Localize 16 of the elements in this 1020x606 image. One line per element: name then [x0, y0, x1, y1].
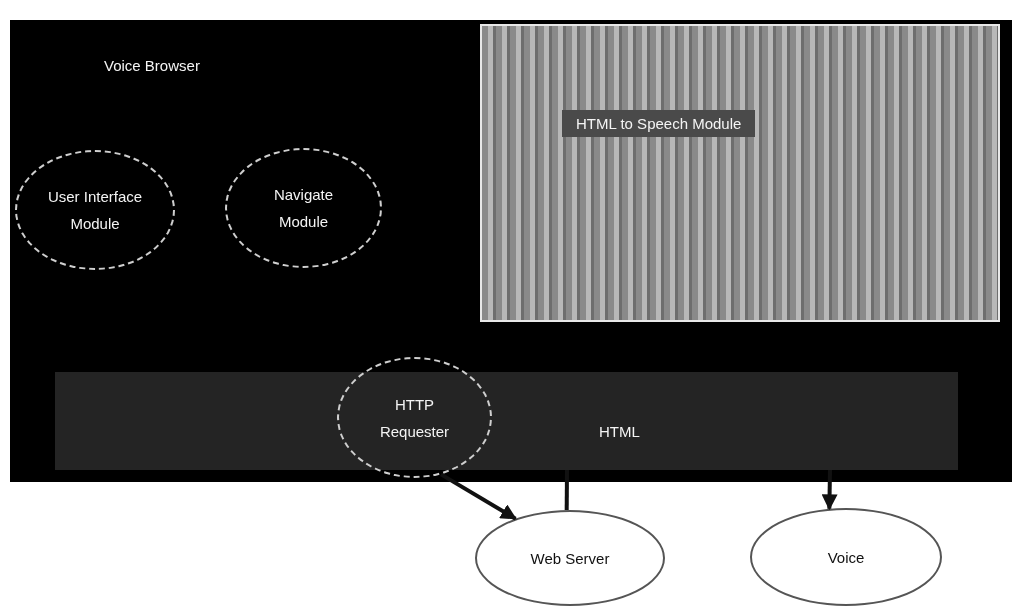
node-label: User Interface Module [46, 187, 144, 234]
node-label: Navigate Module [272, 185, 335, 232]
node-label: HTML to Speech Module [562, 110, 756, 137]
panel-title: Voice Browser [103, 56, 201, 76]
arrow [440, 472, 517, 521]
node-label: Voice [827, 547, 865, 568]
module-ellipse [15, 150, 175, 270]
module-ellipse [225, 148, 382, 268]
node-label: HTTP Requester [378, 394, 451, 442]
module-ellipse [337, 357, 492, 478]
node-label: HTML [598, 422, 641, 442]
browser-panel [10, 20, 1012, 482]
arrow [821, 469, 838, 511]
node-label: Web Server [530, 548, 610, 569]
html-band [55, 372, 958, 470]
module-box [480, 24, 1000, 322]
